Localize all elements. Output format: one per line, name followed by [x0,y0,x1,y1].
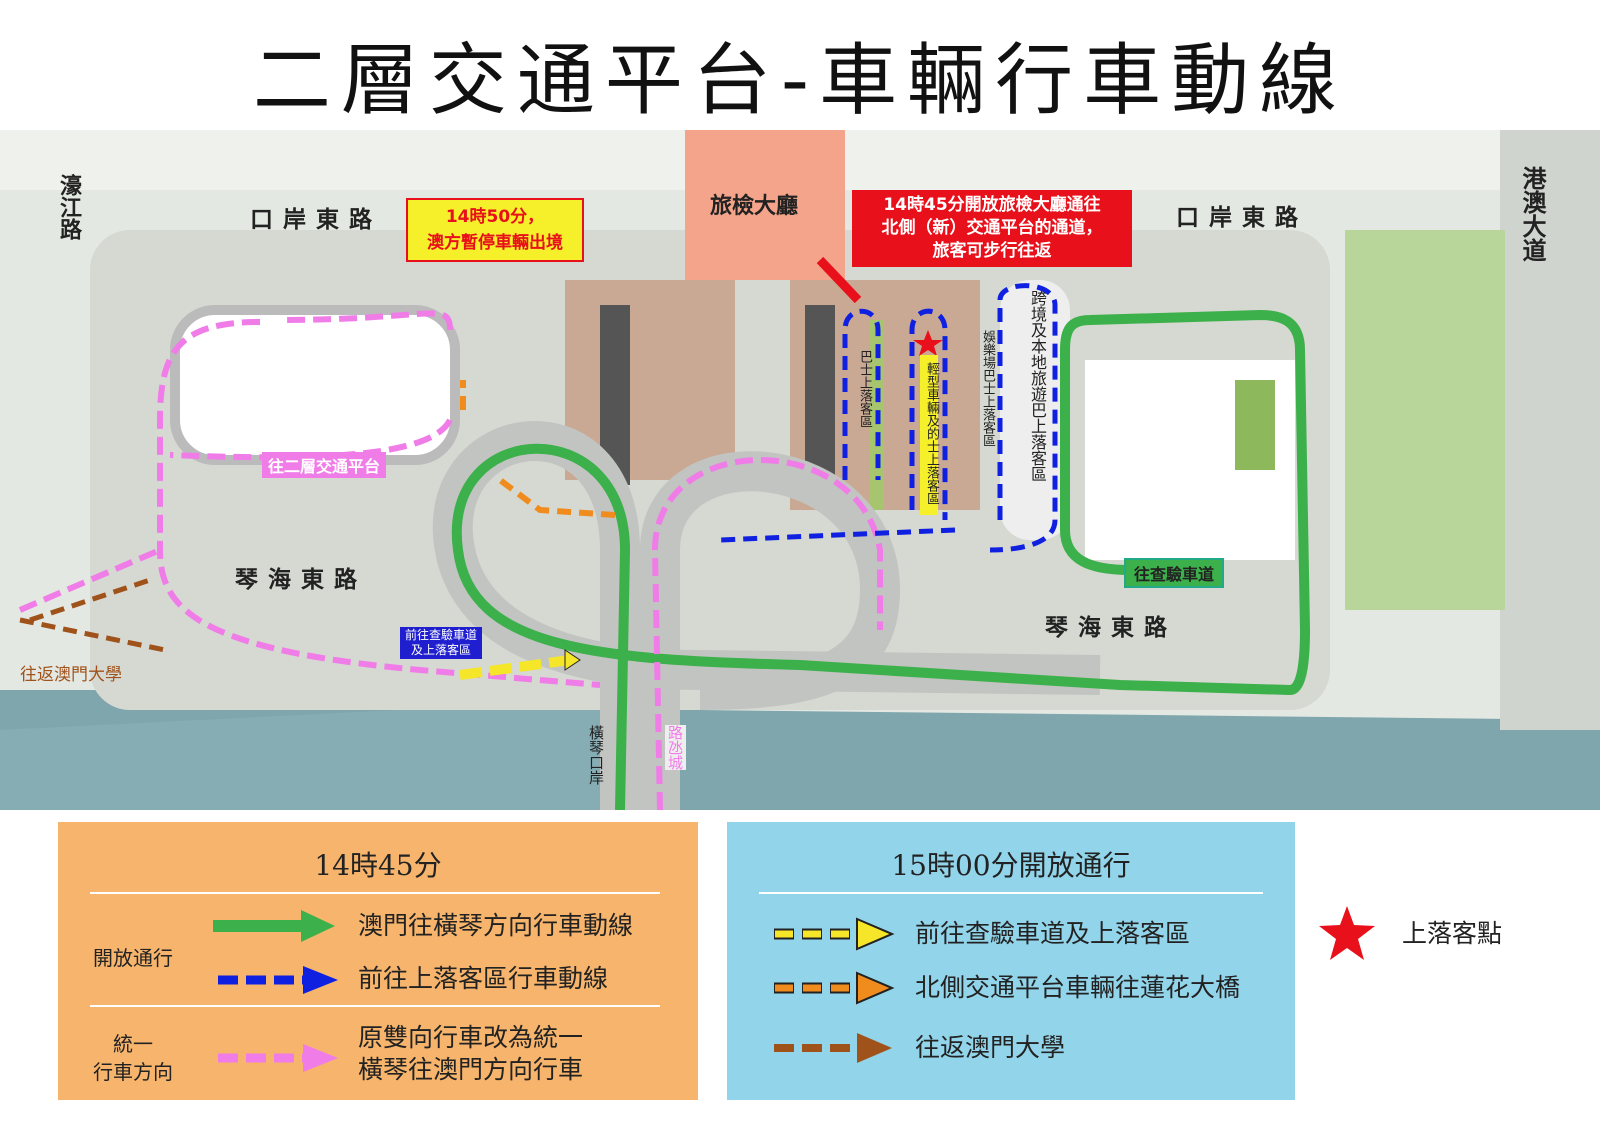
traffic-map: 濠江路 口岸東路 口岸東路 琴海東路 琴海東路 港澳大道 旅檢大廳 14時45分… [0,130,1600,811]
divider [759,892,1263,894]
legend-heading: 15時00分開放通行 [891,849,1131,882]
hengqin-port-label: 橫琴口岸 [587,725,605,785]
to-inspection-box: 前往查驗車道 及上落客區 [400,627,483,659]
legend-group-direction: 統一 行車方向 [88,1030,178,1086]
legend-line: 橫琴往澳門方向行車 [358,1055,584,1084]
legend-1445: 14時45分 開放通行 統一 行車方向 澳門往橫琴方向行車動線 前往上落客區行車… [58,822,698,1100]
callout-line: 澳方暫停車輛出境 [427,233,563,253]
to-second-level-label: 往二層交通平台 [262,452,387,478]
lotus-city-label: 路氹城 [665,725,686,770]
light-vehicle-area-label: 輕型車輛及的士上落客區 [924,362,939,505]
callout-line: 北側（新）交通平台的通道， [881,218,1103,238]
legend-pink: 原雙向行車改為統一 橫琴往澳門方向行車 [358,1022,583,1086]
casino-bus-area-label: 娛樂場巴士上落客區 [980,330,995,447]
callout-line: 旅客可步行往返 [932,241,1052,261]
road-label-qinhai-left: 琴海東路 [235,567,367,593]
legend-heading: 14時45分 [314,849,442,882]
legend-brown: 往返澳門大學 [915,1033,1066,1062]
blue-route [719,283,1058,553]
pink-dashed-arrow-icon [218,1044,338,1072]
to-um-label: 往返澳門大學 [20,665,122,685]
divider [90,892,660,894]
legend-green: 澳門往橫琴方向行車動線 [358,911,634,940]
box-line: 及上落客區 [411,643,472,657]
page-title: 二層交通平台-車輛行車動線 [252,36,1348,126]
terminal-building [685,130,845,280]
to-inspection-lane-label: 往查驗車道 [1124,558,1225,588]
map-drawing [0,130,1600,811]
walkway-callout: 14時45分開放旅檢大廳通往 北側（新）交通平台的通道， 旅客可步行往返 [852,190,1132,267]
legend-blue: 前往上落客區行車動線 [358,964,609,993]
legend-yellow: 前往查驗車道及上落客區 [915,919,1191,948]
blue-dashed-arrow-icon [218,966,338,994]
green-arrow-icon [213,910,335,942]
road-label-qinhai-right: 琴海東路 [1045,615,1177,641]
red-double-arrow [816,256,862,304]
divider [90,1005,660,1007]
yellow-route [459,655,571,680]
bus-area-label: 巴士上落客區 [857,350,872,428]
group-line: 統一 [113,1032,153,1056]
building-label: 旅檢大廳 [710,194,799,219]
legend-line: 原雙向行車改為統一 [358,1023,584,1052]
road-label-kouan-right: 口岸東路 [1176,205,1308,231]
tour-bus-area-label: 跨境及本地旅遊巴上落客區 [1028,290,1047,482]
box-line: 前往查驗車道 [405,628,478,642]
callout-line: 14時45分開放旅檢大廳通往 [883,195,1101,215]
road-label-kouan-left: 口岸東路 [250,207,382,233]
green-field [1345,230,1505,610]
legend-star: 上落客點 [1402,919,1503,948]
road-label-gangao: 港澳大道 [1518,166,1546,262]
orange-dashed-arrow-icon [774,971,895,1005]
suspension-callout: 14時50分， 澳方暫停車輛出境 [406,198,584,262]
orange-route [460,380,616,518]
group-line: 行車方向 [93,1060,173,1084]
callout-line: 14時50分， [445,207,545,227]
star-icon [913,330,943,356]
green-route [451,309,1311,811]
yellow-dashed-arrow-icon [774,917,895,951]
road-label-haojiang: 濠江路 [56,174,81,240]
legend-1500: 15時00分開放通行 前往查驗車道及上落客區 北側交通平台車輛往蓮花大橋 往返澳… [727,822,1295,1100]
legend-orange: 北側交通平台車輛往蓮花大橋 [915,973,1241,1002]
star-icon [1319,906,1375,960]
brown-route [19,577,166,653]
brown-dashed-arrow-icon [774,1033,892,1063]
legend-group-open: 開放通行 [93,946,173,970]
